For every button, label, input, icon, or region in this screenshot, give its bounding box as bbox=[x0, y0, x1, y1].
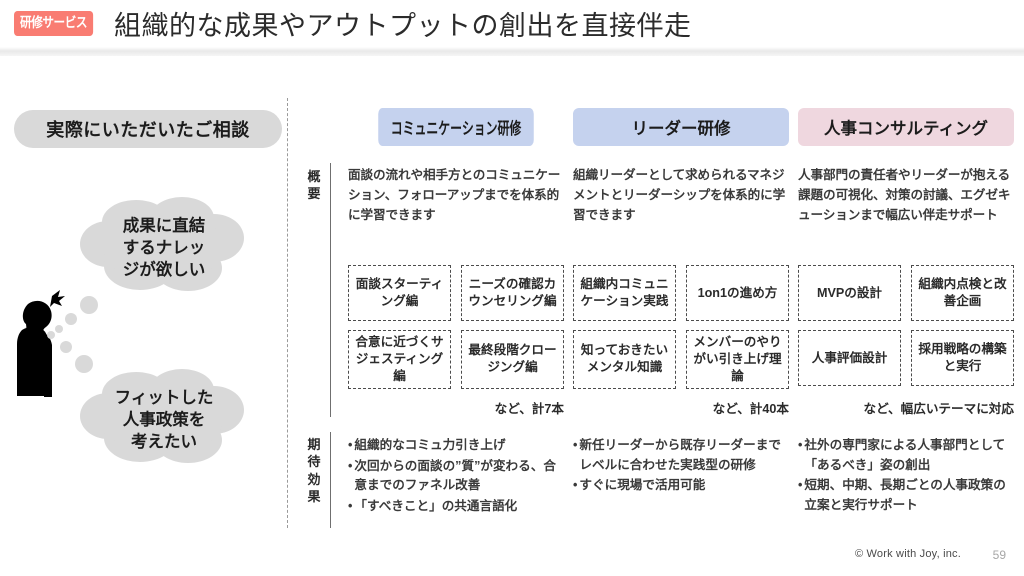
course-chip: 組織内コミュニケーション実践 bbox=[573, 265, 676, 321]
course-chip: 組織内点検と改善企画 bbox=[911, 265, 1014, 321]
list-item-text: すぐに現場で活用可能 bbox=[579, 478, 706, 493]
row-label-expected-effect: 期待効果 bbox=[307, 437, 321, 505]
course-chip-grid: 組織内コミュニケーション実践 1on1の進め方 知っておきたいメンタル知識 メン… bbox=[573, 265, 789, 389]
list-item-text: 組織的なコミュ力引き上げ bbox=[354, 438, 506, 452]
bullet-icon: • bbox=[348, 458, 353, 473]
course-chip: メンバーのやりがい引き上げ理論 bbox=[686, 330, 789, 389]
list-item: • 次回からの面談の”質”が変わる、合意までのファネル改善 bbox=[348, 457, 566, 496]
copyright-notice: © Work with Joy, inc. bbox=[854, 548, 961, 560]
thought-cloud: 成果に直結 するナレッ ジが欲しい bbox=[78, 196, 250, 300]
list-item: • 組織的なコミュ力引き上げ bbox=[348, 436, 566, 456]
bullet-icon: • bbox=[798, 478, 803, 493]
column-overview-text: 組織リーダーとして求められるマネジメントとリーダーシップを体系的に学習できます bbox=[573, 168, 786, 222]
thought-bubble-dots-lower bbox=[47, 331, 93, 373]
service-column-leader: リーダー研修 組織リーダーとして求められるマネジメントとリーダーシップを体系的に… bbox=[573, 108, 789, 492]
thought-cloud-text: 成果に直結 するナレッ ジが欲しい bbox=[122, 216, 206, 280]
course-chip: MVPの設計 bbox=[798, 265, 901, 321]
header-divider bbox=[0, 47, 1024, 56]
service-column-hr-consulting: 人事コンサルティング 人事部門の責任者やリーダーが抱える課題の可視化、対策の討議… bbox=[798, 108, 1014, 512]
course-chip: 最終段階クロージング編 bbox=[461, 330, 564, 389]
row-label-overview: 概要 bbox=[307, 169, 321, 202]
course-chip: 人事評価設計 bbox=[798, 330, 901, 386]
consultation-section-label: 実際にいただいたご相談 bbox=[14, 110, 282, 148]
expected-effect-list: • 新任リーダーから既存リーダーまでレベルに合わせた実践型の研修 • すぐに現場… bbox=[573, 436, 791, 497]
bullet-icon: • bbox=[573, 438, 578, 452]
course-chip: 面談スターティング編 bbox=[348, 265, 451, 321]
column-overview-text: 面談の流れや相手方とのコミュニケーション、フォローアップまでを体系的に学習できま… bbox=[348, 168, 561, 222]
course-chip: 採用戦略の構築と実行 bbox=[911, 330, 1014, 386]
row-rule-overview bbox=[330, 163, 331, 417]
course-count-note: など、幅広いテーマに対応 bbox=[863, 402, 1015, 416]
list-item: • 新任リーダーから既存リーダーまでレベルに合わせた実践型の研修 bbox=[573, 436, 791, 475]
list-item: • 短期、中期、長期ごとの人事政策の立案と実行サポート bbox=[798, 476, 1016, 515]
slide-header: 研修サービス 組織的な成果やアウトプットの創出を直接伴走 bbox=[0, 0, 1024, 47]
course-chip: 合意に近づくサジェスティング編 bbox=[348, 330, 451, 389]
bullet-icon: • bbox=[798, 438, 803, 452]
bullet-icon: • bbox=[348, 498, 353, 513]
section-divider bbox=[287, 98, 288, 528]
list-item: • 「すべきこと」の共通言語化 bbox=[348, 497, 566, 517]
list-item-text: 短期、中期、長期ごとの人事政策の立案と実行サポート bbox=[804, 478, 1006, 512]
service-column-communication: コミュニケーション研修 面談の流れや相手方とのコミュニケーション、フォローアップ… bbox=[348, 108, 564, 513]
page-title: 組織的な成果やアウトプットの創出を直接伴走 bbox=[114, 11, 692, 41]
expected-effect-list: • 社外の専門家による人事部門として「あるべき」姿の創出 • 短期、中期、長期ご… bbox=[798, 436, 1016, 517]
course-chip: 知っておきたいメンタル知識 bbox=[573, 330, 676, 389]
thought-bubble-dots-upper bbox=[55, 296, 98, 333]
course-chip-grid: MVPの設計 組織内点検と改善企画 人事評価設計 採用戦略の構築と実行 bbox=[798, 265, 1014, 386]
course-count-note: など、計40本 bbox=[712, 402, 789, 416]
thought-cloud: フィットした 人事政策を 考えたい bbox=[78, 368, 250, 472]
list-item-text: 新任リーダーから既存リーダーまでレベルに合わせた実践型の研修 bbox=[579, 438, 781, 472]
thought-cloud-text: フィットした 人事政策を 考えたい bbox=[114, 388, 214, 452]
column-header: リーダー研修 bbox=[573, 108, 789, 146]
course-count-note: など、計7本 bbox=[494, 402, 564, 416]
list-item-text: 次回からの面談の”質”が変わる、合意までのファネル改善 bbox=[354, 458, 556, 493]
thinking-person-silhouette-icon bbox=[17, 290, 65, 397]
course-chip-grid: 面談スターティング編 ニーズの確認カウンセリング編 合意に近づくサジェスティング… bbox=[348, 265, 564, 389]
bullet-icon: • bbox=[573, 478, 578, 493]
column-header: 人事コンサルティング bbox=[798, 108, 1014, 146]
row-rule-expected-effect bbox=[330, 432, 331, 528]
page-number: 59 bbox=[992, 548, 1006, 562]
service-category-badge: 研修サービス bbox=[14, 11, 94, 36]
course-chip: 1on1の進め方 bbox=[686, 265, 789, 321]
bullet-icon: • bbox=[348, 438, 353, 452]
list-item-text: 社外の専門家による人事部門として「あるべき」姿の創出 bbox=[804, 438, 1006, 472]
list-item: • すぐに現場で活用可能 bbox=[573, 476, 791, 496]
list-item: • 社外の専門家による人事部門として「あるべき」姿の創出 bbox=[798, 436, 1016, 475]
expected-effect-list: • 組織的なコミュ力引き上げ • 次回からの面談の”質”が変わる、合意までのファ… bbox=[348, 436, 566, 518]
list-item-text: 「すべきこと」の共通言語化 bbox=[354, 498, 518, 513]
column-overview-text: 人事部門の責任者やリーダーが抱える課題の可視化、対策の討議、エグゼキューションま… bbox=[798, 168, 1011, 222]
course-chip: ニーズの確認カウンセリング編 bbox=[461, 265, 564, 321]
column-header: コミュニケーション研修 bbox=[378, 108, 534, 146]
